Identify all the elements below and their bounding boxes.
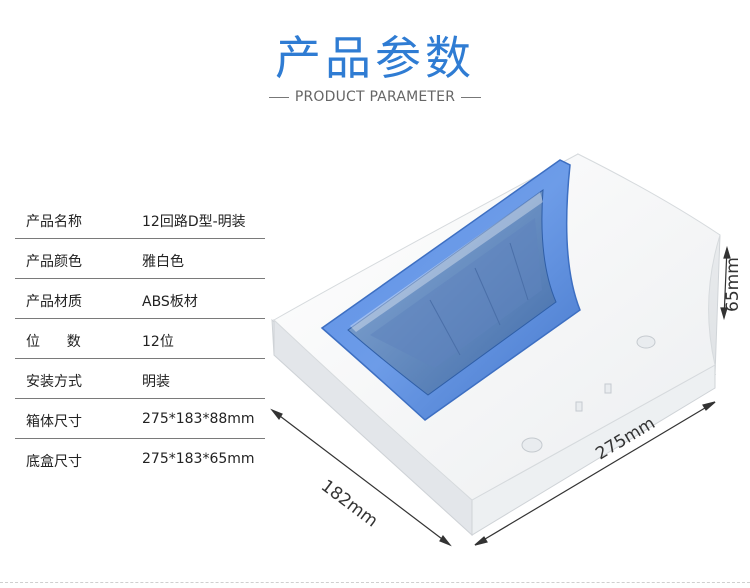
product-image: 182mm 275mm 65mm bbox=[270, 153, 743, 547]
knockout-hole bbox=[636, 335, 656, 349]
spec-row: 产品颜色 雅白色 bbox=[15, 239, 265, 279]
spec-label: 箱体尺寸 bbox=[26, 414, 82, 430]
spec-row: 箱体尺寸 275*183*88mm bbox=[15, 399, 265, 439]
dim-width-label: 182mm bbox=[317, 476, 381, 531]
spec-label: 产品材质 bbox=[26, 294, 82, 310]
bottom-divider bbox=[0, 582, 750, 583]
spec-value: 明装 bbox=[142, 374, 170, 390]
spec-table: 产品名称 12回路D型-明装 产品颜色 雅白色 产品材质 ABS板材 位 数 1… bbox=[15, 199, 265, 479]
dimension-lines bbox=[270, 245, 731, 547]
page-title: 产品参数 bbox=[275, 31, 475, 85]
spec-row: 底盒尺寸 275*183*65mm bbox=[15, 439, 265, 479]
subtitle-dash-right bbox=[461, 96, 482, 98]
spec-value: 雅白色 bbox=[142, 254, 184, 270]
knockout-hole bbox=[521, 437, 543, 453]
spec-label: 底盒尺寸 bbox=[26, 454, 82, 470]
spec-row: 产品名称 12回路D型-明装 bbox=[15, 199, 265, 239]
page-subtitle: PRODUCT PARAMETER bbox=[0, 89, 750, 105]
spec-value: 12位 bbox=[142, 334, 174, 350]
spec-label: 产品名称 bbox=[26, 214, 82, 230]
spec-row: 安装方式 明装 bbox=[15, 359, 265, 399]
spec-value: 275*183*65mm bbox=[142, 451, 255, 467]
spec-row: 产品材质 ABS板材 bbox=[15, 279, 265, 319]
spec-label: 安装方式 bbox=[26, 374, 82, 390]
subtitle-dash-left bbox=[268, 96, 289, 98]
spec-row: 位 数 12位 bbox=[15, 319, 265, 359]
spec-value: ABS板材 bbox=[142, 294, 198, 310]
spec-value: 275*183*88mm bbox=[142, 411, 255, 427]
spec-label: 位 数 bbox=[26, 334, 81, 350]
spec-value: 12回路D型-明装 bbox=[142, 214, 246, 230]
spec-label: 产品颜色 bbox=[26, 254, 82, 270]
dim-height-label: 65mm bbox=[723, 257, 743, 312]
subtitle-text: PRODUCT PARAMETER bbox=[294, 89, 456, 105]
